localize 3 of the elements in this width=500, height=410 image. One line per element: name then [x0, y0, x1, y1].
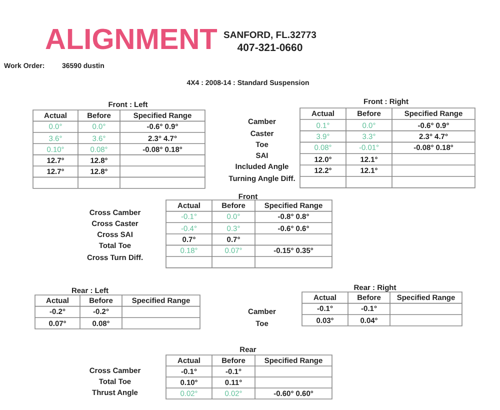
page-title: ALIGNMENT [45, 26, 218, 55]
address-text: SANFORD, FL.32773 [224, 31, 316, 40]
phone-number: 407-321-0660 [237, 43, 303, 54]
